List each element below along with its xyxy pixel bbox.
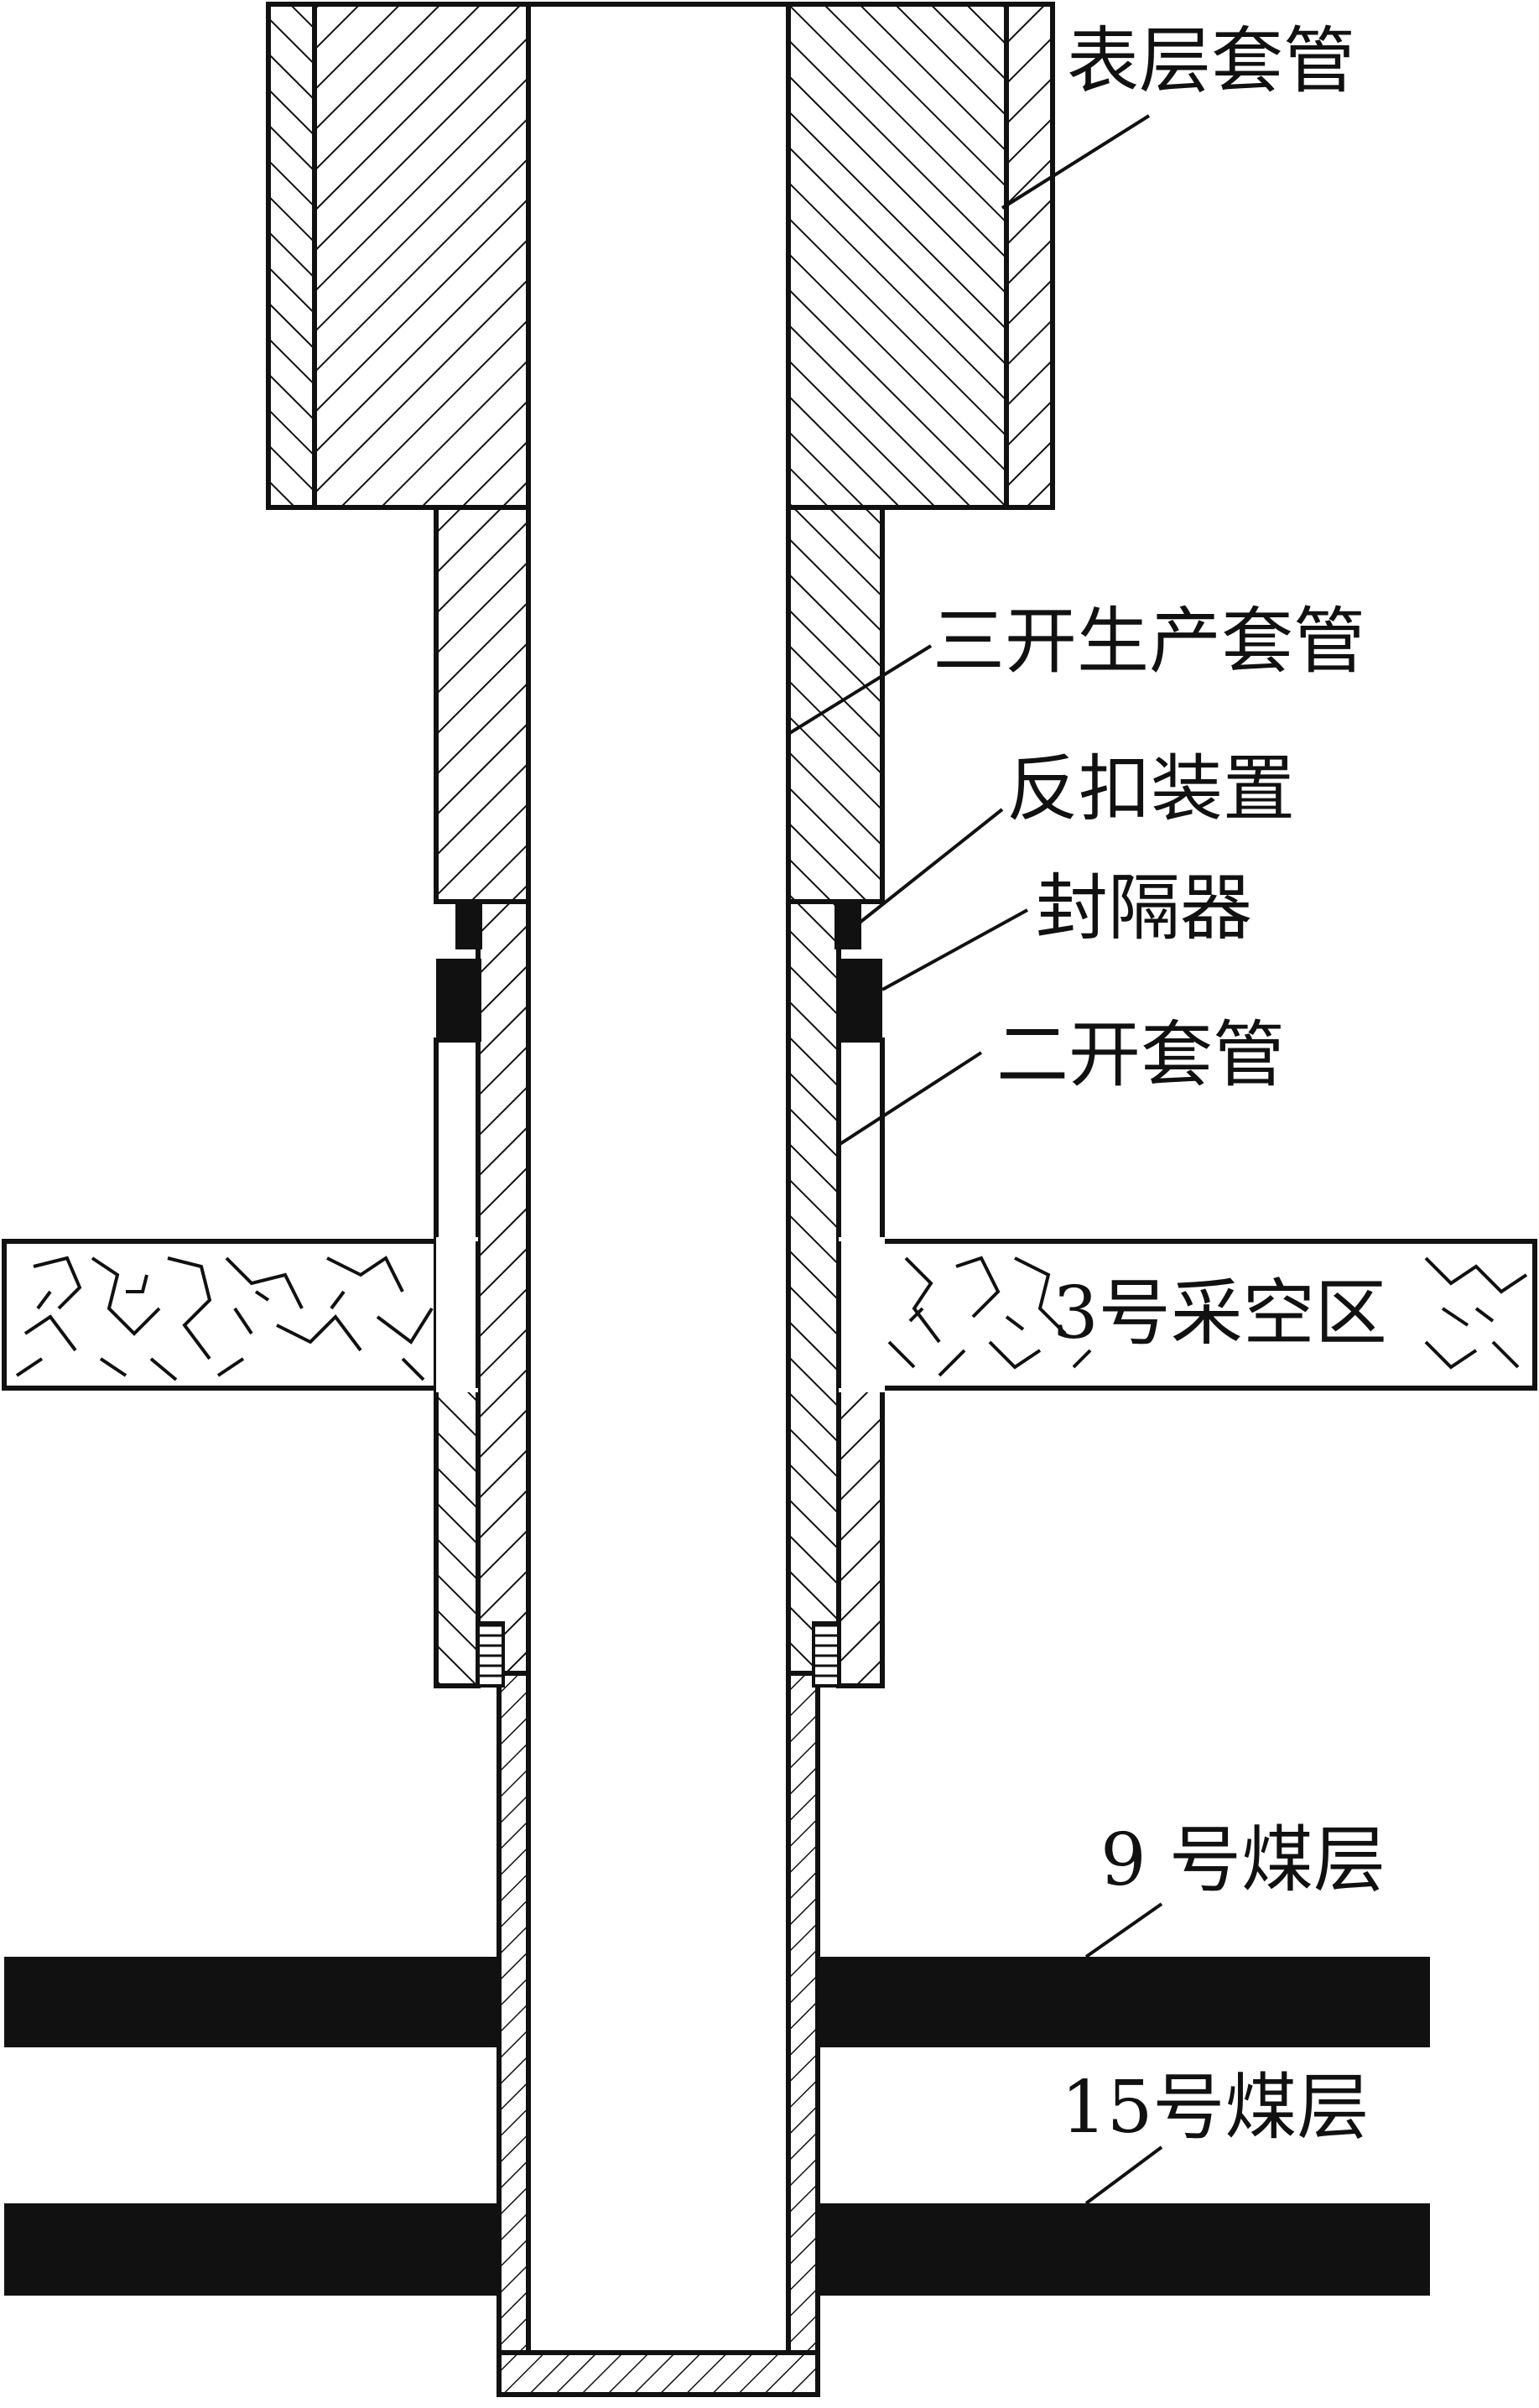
label-surface-casing: 表层套管 <box>1067 19 1355 103</box>
label-production-casing: 三开生产套管 <box>933 600 1365 684</box>
surface-casing <box>266 2 1055 510</box>
leader-lines <box>787 114 1163 2205</box>
upper-cement-annulus <box>312 2 1009 510</box>
label-second-casing: 二开套管 <box>996 1013 1285 1097</box>
label-back-off-device: 反扣装置 <box>1006 747 1295 831</box>
central-bore <box>268 2 1053 2353</box>
back-off-device <box>455 904 861 949</box>
label-packer: 封隔器 <box>1036 866 1252 950</box>
label-coal-seam-15: 15号煤层 <box>1061 2066 1370 2150</box>
label-coal-seam-9: 9 号煤层 <box>1100 1818 1386 1902</box>
outer-annulus-wall <box>434 1038 885 1688</box>
thread-connection <box>476 1621 840 1688</box>
coal-seam-15 <box>4 2203 1430 2296</box>
packer <box>436 959 882 1042</box>
goaf-zone <box>2 1237 1537 1392</box>
second-casing <box>476 899 841 1676</box>
label-goaf: 3号采空区 <box>1053 1272 1387 1355</box>
coal-seam-9 <box>4 1957 1430 2047</box>
production-casing-wall <box>434 505 885 904</box>
production-casing-lower <box>497 1671 820 2397</box>
